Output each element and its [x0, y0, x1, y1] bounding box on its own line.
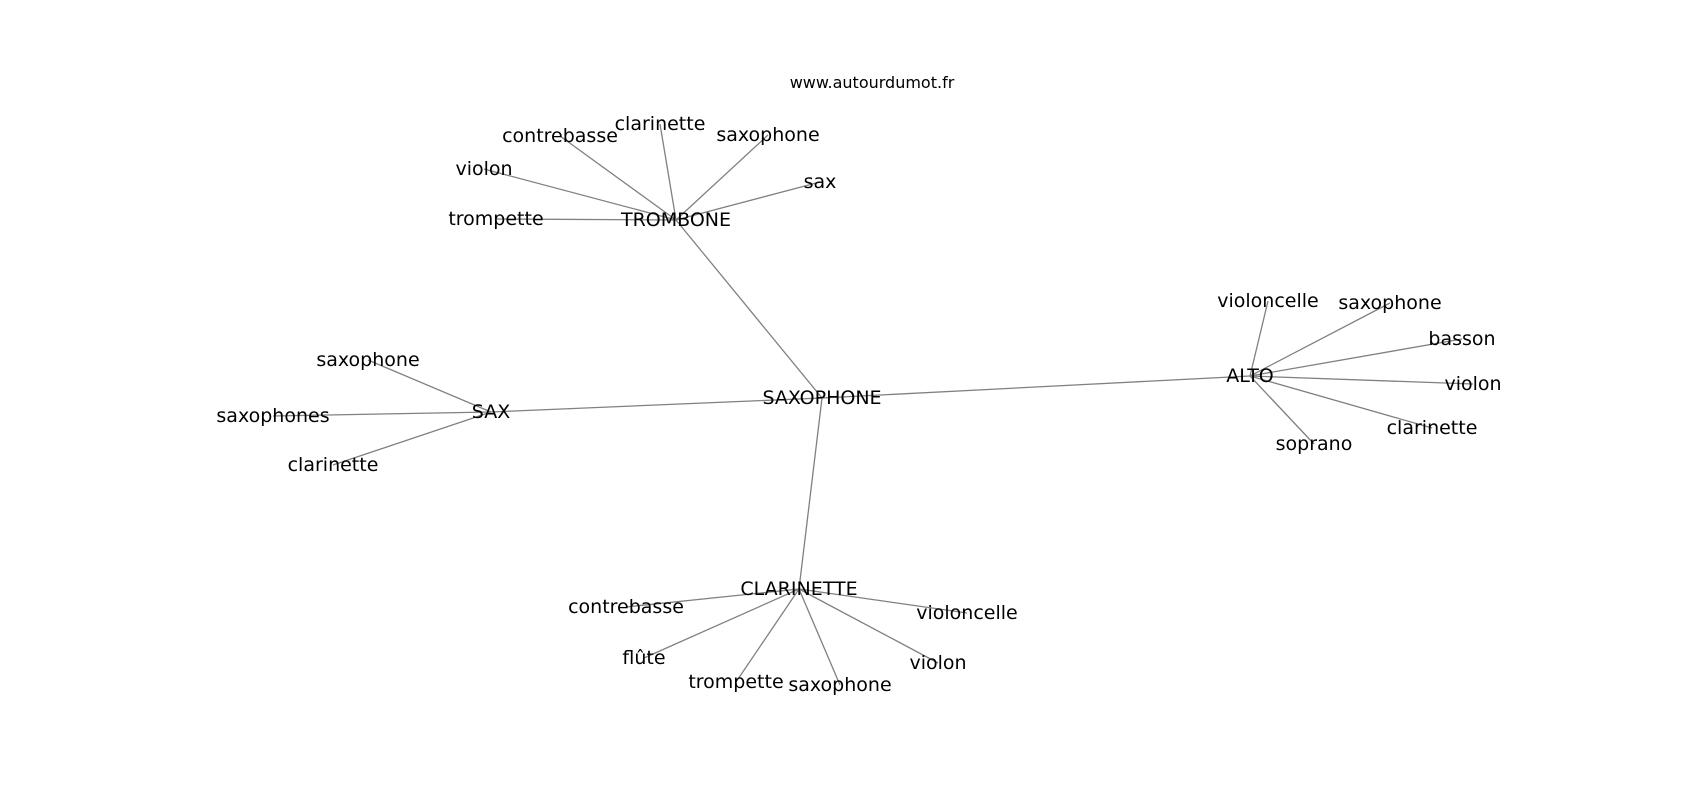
leaf-node-alto-basson: basson: [1428, 328, 1495, 350]
edge-trombone-sax: [675, 181, 821, 221]
edge-alto-basson: [1249, 338, 1463, 377]
edge-trombone-violon: [483, 168, 677, 221]
hub-node-trombone: TROMBONE: [620, 209, 731, 231]
leaf-node-clarinette-saxophone: saxophone: [788, 674, 891, 696]
leaf-node-sax-saxophone: saxophone: [316, 349, 419, 371]
edge-trombone-saxophone: [675, 134, 769, 221]
edge-center-trombone: [675, 219, 823, 399]
edge-trombone-trompette: [495, 218, 677, 221]
graph-edges: [272, 123, 1474, 686]
edge-center-alto: [821, 375, 1251, 399]
leaf-node-alto-saxophone: saxophone: [1338, 292, 1441, 314]
leaf-node-clarinette-flute: flûte: [622, 647, 665, 669]
leaf-node-alto-violoncelle: violoncelle: [1217, 290, 1318, 312]
leaf-node-trombone-clarinette: clarinette: [615, 113, 706, 135]
edge-clarinette-trompette: [735, 588, 800, 683]
leaf-node-clarinette-violoncelle: violoncelle: [916, 602, 1017, 624]
leaf-node-trombone-contrebasse: contrebasse: [502, 125, 618, 147]
leaf-node-alto-soprano: soprano: [1276, 433, 1353, 455]
edge-clarinette-violon: [798, 588, 939, 664]
leaf-node-clarinette-contrebasse: contrebasse: [568, 596, 684, 618]
leaf-node-clarinette-trompette: trompette: [688, 671, 783, 693]
edge-clarinette-contrebasse: [625, 588, 800, 608]
leaf-node-trombone-violon: violon: [455, 158, 512, 180]
edge-center-sax: [490, 397, 823, 413]
edge-alto-violoncelle: [1249, 300, 1269, 377]
edge-clarinette-flute: [643, 588, 800, 659]
edge-trombone-clarinette: [659, 123, 677, 221]
edge-trombone-contrebasse: [559, 135, 677, 221]
leaf-node-sax-clarinette: clarinette: [288, 454, 379, 476]
leaf-node-trombone-saxophone: saxophone: [716, 124, 819, 146]
leaf-node-clarinette-violon: violon: [909, 652, 966, 674]
leaf-node-alto-violon: violon: [1444, 373, 1501, 395]
edge-clarinette-saxophone: [798, 588, 841, 686]
leaf-node-trombone-sax: sax: [804, 171, 837, 193]
source-watermark: www.autourdumot.fr: [790, 73, 955, 92]
leaf-node-trombone-trompette: trompette: [448, 208, 543, 230]
edge-alto-soprano: [1249, 375, 1315, 445]
edge-sax-saxophones: [272, 411, 492, 417]
leaf-node-sax-saxophones: saxophones: [216, 405, 329, 427]
edge-clarinette-violoncelle: [798, 588, 968, 614]
hub-node-clarinette: CLARINETTE: [740, 578, 857, 600]
edge-alto-saxophone: [1249, 302, 1391, 377]
hub-node-sax: SAX: [472, 401, 510, 423]
hub-node-alto: ALTO: [1226, 365, 1274, 387]
leaf-node-alto-clarinette: clarinette: [1387, 417, 1478, 439]
edge-alto-violon: [1249, 375, 1474, 385]
edge-center-clarinette: [798, 397, 823, 590]
edge-alto-clarinette: [1249, 375, 1433, 429]
edge-sax-clarinette: [332, 411, 492, 466]
edge-sax-saxophone: [367, 359, 492, 413]
center-node: SAXOPHONE: [762, 387, 881, 409]
